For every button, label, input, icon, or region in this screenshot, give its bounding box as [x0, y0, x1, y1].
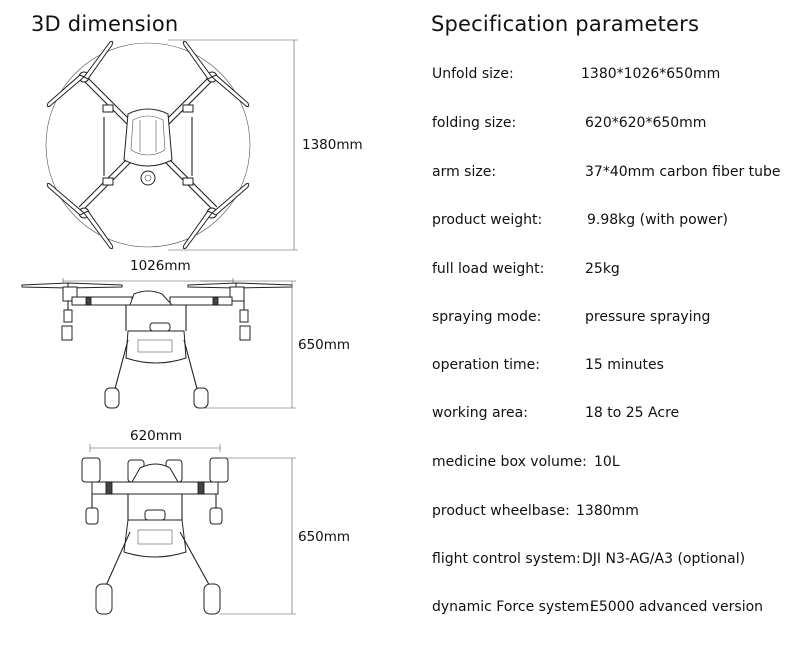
drone-front-view — [21, 278, 296, 409]
top-view-diameter-label: 1380mm — [302, 137, 363, 153]
spec-value: 620*620*650mm — [585, 115, 707, 131]
spec-label: arm size: — [432, 164, 497, 180]
spec-label: Unfold size: — [432, 66, 514, 82]
drone-top-view — [45, 39, 298, 251]
spec-value: pressure spraying — [585, 309, 711, 325]
spec-value: 10L — [594, 454, 620, 470]
front-view-width-label: 1026mm — [130, 258, 191, 274]
drone-folded-view — [81, 444, 296, 615]
spec-value: 1380mm — [576, 503, 639, 519]
spec-value: DJI N3-AG/A3 (optional) — [582, 551, 746, 567]
spec-label: dynamic Force system: — [432, 599, 594, 615]
spec-label: operation time: — [432, 357, 541, 373]
spec-label: product weight: — [432, 212, 543, 228]
spec-title: Specification parameters — [431, 12, 700, 36]
spec-value: 18 to 25 Acre — [585, 405, 680, 421]
spec-label: folding size: — [432, 115, 517, 131]
spec-value: 9.98kg (with power) — [587, 212, 728, 228]
spec-value: 25kg — [585, 261, 620, 277]
spec-value: E5000 advanced version — [590, 599, 764, 615]
spec-value: 37*40mm carbon fiber tube — [585, 164, 781, 180]
spec-label: medicine box volume: — [432, 454, 587, 470]
spec-label: spraying mode: — [432, 309, 542, 325]
spec-label: flight control system: — [432, 551, 581, 567]
folded-view-height-label: 650mm — [298, 529, 351, 545]
spec-label: product wheelbase: — [432, 503, 570, 519]
spec-value: 15 minutes — [585, 357, 664, 373]
folded-view-width-label: 620mm — [130, 428, 183, 444]
front-view-height-label: 650mm — [298, 337, 351, 353]
spec-label: full load weight: — [432, 261, 545, 277]
spec-value: 1380*1026*650mm — [581, 66, 721, 82]
dimension-title: 3D dimension — [31, 12, 179, 36]
spec-label: working area: — [432, 405, 528, 421]
